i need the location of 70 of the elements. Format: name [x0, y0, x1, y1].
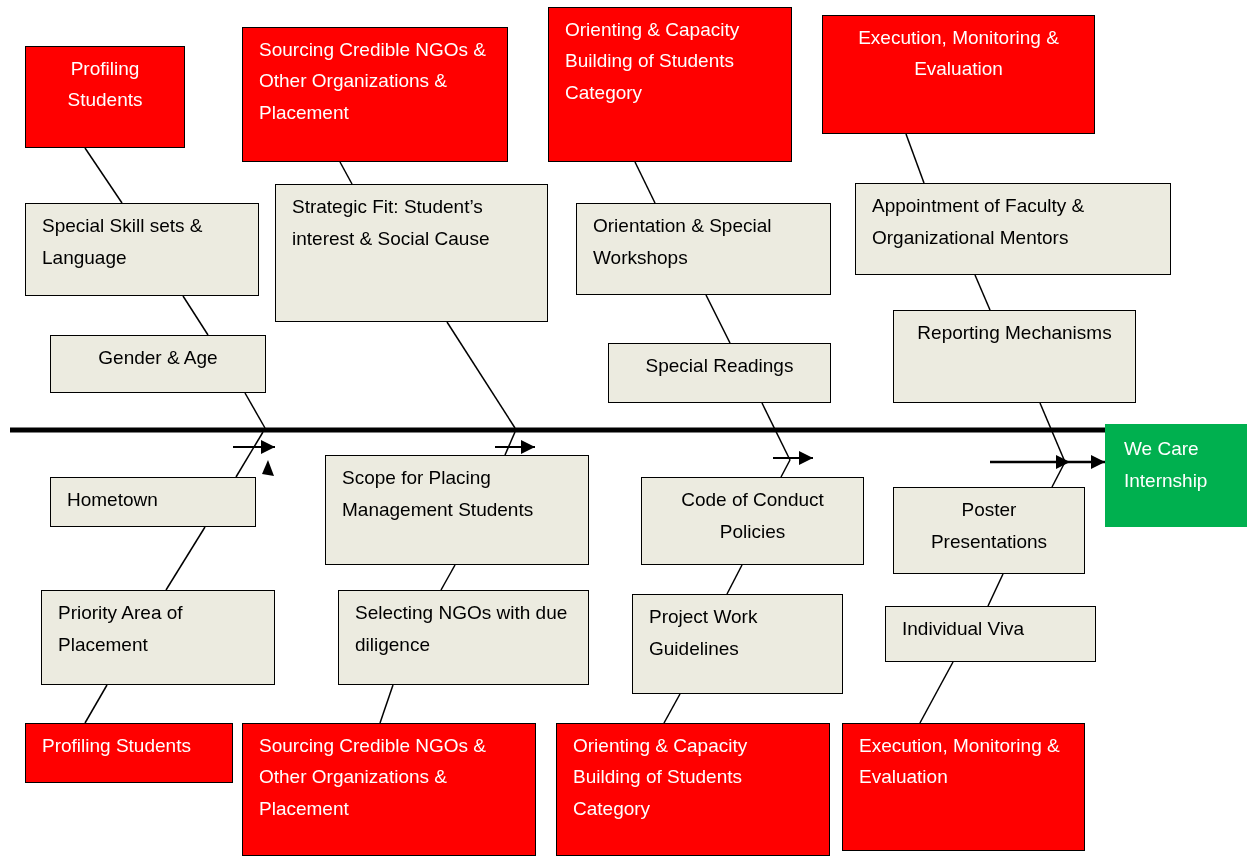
cause-box: [325, 455, 589, 565]
box-label: Orienting & Capacity Building of Students Category: [565, 18, 741, 105]
box-label: Special Skill sets & Language: [42, 214, 204, 271]
box-label: We Care Internship: [1124, 437, 1209, 494]
box-label: Priority Area of Placement: [58, 601, 184, 658]
box-label: Sourcing Credible NGOs & Other Organizations & Placement: [259, 734, 488, 821]
cause-box: [893, 487, 1085, 574]
bone-line: [235, 431, 264, 478]
bone-line: [182, 295, 209, 336]
bone-line: [165, 526, 206, 591]
box-label: Scope for Placing Management Students: [342, 466, 535, 523]
category-box: [548, 7, 792, 162]
cause-box: [338, 590, 589, 685]
bone-line: [905, 133, 925, 184]
cause-box: [885, 606, 1096, 662]
category-box: [822, 15, 1095, 134]
bone-line: [634, 161, 656, 204]
box-label: Reporting Mechanisms: [916, 321, 1113, 345]
cause-box: [641, 477, 864, 565]
cause-box: [25, 203, 259, 296]
arrow: [990, 455, 1105, 469]
category-box: [25, 723, 233, 783]
bone-line: [974, 274, 991, 311]
bone-line: [244, 392, 266, 429]
box-label: Strategic Fit: Student’s interest & Social Cause: [292, 195, 491, 252]
cause-box: [608, 343, 831, 403]
box-label: Project Work Guidelines: [649, 605, 759, 662]
box-label: Code of Conduct Policies: [680, 488, 825, 545]
cause-box: [41, 590, 275, 685]
effect-box: [1105, 424, 1247, 527]
cause-box: [855, 183, 1171, 275]
bone-line: [84, 684, 108, 724]
box-label: Special Readings: [644, 354, 795, 378]
bone-line: [446, 321, 516, 429]
cause-box: [50, 477, 256, 527]
box-label: Poster Presentations: [929, 498, 1049, 555]
bone-line: [663, 693, 681, 724]
cause-box: [275, 184, 548, 322]
box-label: Hometown: [67, 488, 159, 512]
cause-box: [50, 335, 266, 393]
bone-line: [84, 147, 123, 204]
bone-line: [440, 564, 456, 591]
box-label: Profiling Students: [66, 57, 144, 113]
cause-box: [893, 310, 1136, 403]
category-box: [556, 723, 830, 856]
bone-line: [780, 459, 791, 478]
box-label: Gender & Age: [97, 346, 219, 370]
category-box: [242, 27, 508, 162]
cause-box: [632, 594, 843, 694]
box-label: Orientation & Special Workshops: [593, 214, 773, 271]
box-label: Selecting NGOs with due diligence: [355, 601, 569, 658]
box-label: Execution, Monitoring & Evaluation: [857, 26, 1060, 82]
box-label: Sourcing Credible NGOs & Other Organizations & Placement: [259, 38, 488, 125]
category-box: [25, 46, 185, 148]
category-box: [242, 723, 536, 856]
bone-line: [379, 684, 394, 724]
box-label: Individual Viva: [902, 617, 1026, 641]
box-label: Appointment of Faculty & Organizational Mentors: [872, 194, 1086, 251]
box-label: Orienting & Capacity Building of Students Category: [573, 734, 749, 821]
box-label: Profiling Students: [42, 734, 192, 758]
cause-box: [576, 203, 831, 295]
bone-line: [987, 573, 1004, 607]
bone-line: [504, 431, 516, 456]
bone-line: [919, 661, 954, 724]
bone-line: [705, 294, 731, 344]
bone-line: [339, 161, 353, 185]
box-label: Execution, Monitoring & Evaluation: [859, 734, 1061, 790]
bone-line: [726, 564, 743, 595]
bone-line: [761, 402, 791, 461]
category-box: [842, 723, 1085, 851]
